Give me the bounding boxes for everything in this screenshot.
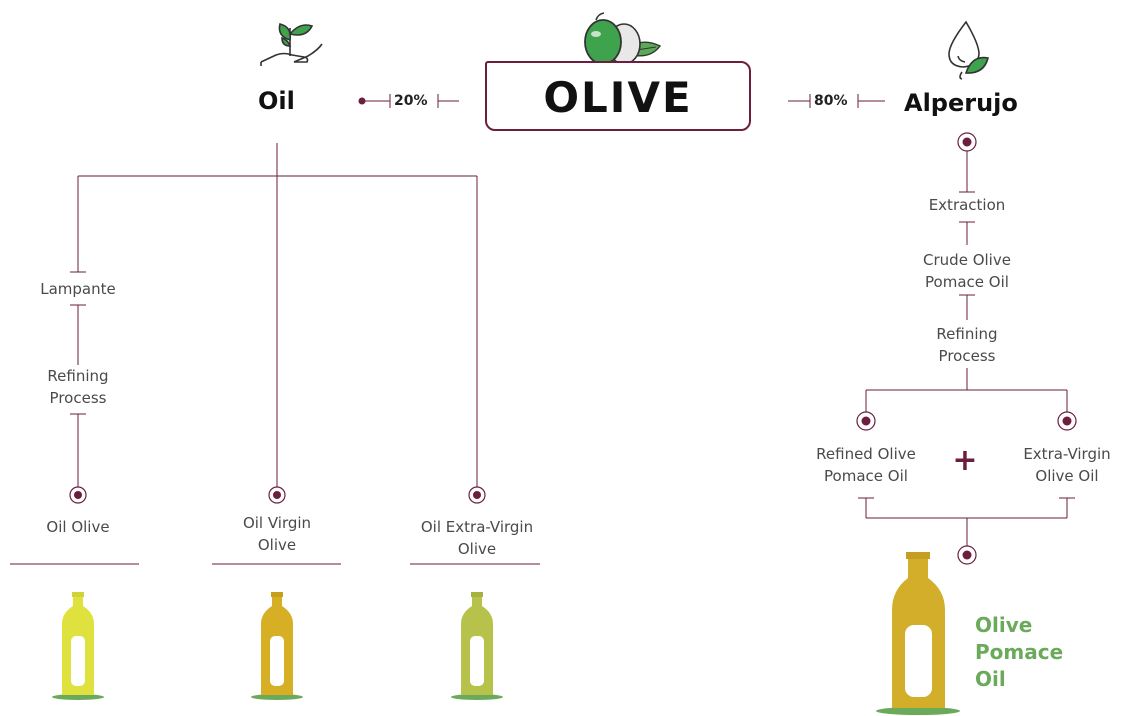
product-label-oil-virgin: Oil Virgin Olive <box>217 512 337 556</box>
alperujo-percentage: 80% <box>814 93 848 109</box>
oil-branch-title: Oil <box>258 87 295 115</box>
oil-percentage: 20% <box>394 93 428 109</box>
olive-pomace-oil-label: Olive Pomace Oil <box>975 613 1064 691</box>
right-refining-label: Refining Process <box>905 323 1029 367</box>
node-oil-virgin <box>268 486 286 504</box>
right-branch-lines <box>858 151 1075 546</box>
plus-sign: + <box>952 443 978 478</box>
node-pomace-result <box>957 545 977 565</box>
bottle-oil-extra-virgin <box>451 592 503 700</box>
refined-pomace-label: Refined Olive Pomace Oil <box>796 443 936 487</box>
oil-connector <box>362 94 459 108</box>
node-extra-virgin <box>1057 411 1077 431</box>
node-oil-extra-virgin <box>468 486 486 504</box>
extraction-label: Extraction <box>907 194 1027 216</box>
bottle-oil-olive <box>52 592 104 700</box>
lampante-label: Lampante <box>18 278 138 300</box>
node-alperujo <box>957 132 977 152</box>
left-refining-label: Refining Process <box>18 365 138 409</box>
bottle-oil-virgin <box>251 592 303 700</box>
alperujo-connector <box>788 94 885 108</box>
alperujo-branch-title: Alperujo <box>904 89 1018 117</box>
left-branch-lines <box>70 143 478 488</box>
olive-root-title: OLIVE <box>543 73 693 122</box>
olive-fruit-icon <box>584 12 662 65</box>
bottle-olive-pomace <box>876 552 960 715</box>
product-label-oil-extra-virgin: Oil Extra-Virgin Olive <box>412 516 542 560</box>
extra-virgin-label: Extra-Virgin Olive Oil <box>1007 443 1127 487</box>
product-label-oil-olive: Oil Olive <box>18 516 138 538</box>
node-oil-olive <box>69 486 87 504</box>
node-refined-pomace <box>856 411 876 431</box>
oil-drop-leaf-icon <box>948 20 989 80</box>
oil-connector-dot <box>358 97 366 105</box>
olive-root-box <box>485 61 751 131</box>
plant-in-hand-icon <box>260 23 323 66</box>
node-markers <box>69 132 1077 565</box>
crude-pomace-label: Crude Olive Pomace Oil <box>897 249 1037 293</box>
